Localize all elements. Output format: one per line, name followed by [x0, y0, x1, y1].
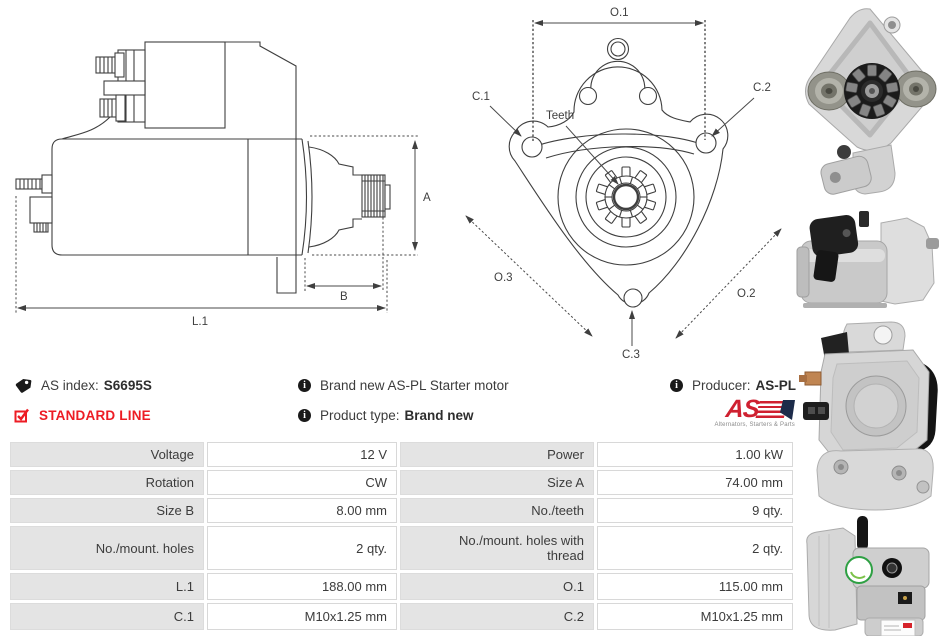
info-icon: i	[298, 409, 311, 422]
spec-label-l1: L.1	[10, 573, 204, 600]
product-type-value: Brand new	[404, 408, 474, 423]
product-photo-front[interactable]	[795, 3, 941, 201]
info-icon: i	[298, 379, 311, 392]
product-id-block: AS index: S6695S STANDARD LINE	[14, 377, 152, 437]
spec-value-o1: 115.00 mm	[597, 573, 793, 600]
standard-line-label: STANDARD LINE	[39, 408, 151, 423]
spec-label-size-a: Size A	[400, 470, 594, 495]
spec-value-voltage: 12 V	[207, 442, 397, 467]
spec-label-no-teeth: No./teeth	[400, 498, 594, 523]
info-icon: i	[670, 379, 683, 392]
as-pl-logo: AS Alternators, Starters & Parts	[700, 395, 795, 428]
spec-value-no-teeth: 9 qty.	[597, 498, 793, 523]
description-line: i Brand new AS-PL Starter motor	[298, 377, 509, 394]
spec-label-o1: O.1	[400, 573, 594, 600]
logo-stripes	[755, 401, 788, 420]
dim-label-o3: O.3	[494, 272, 513, 284]
producer-label: Producer:	[692, 378, 751, 393]
front-view-technical-drawing: O.1 C.1 C.2 Teeth O.3 O.2 C.3	[465, 7, 782, 361]
dim-label-c1: C.1	[472, 91, 490, 103]
dim-label-teeth: Teeth	[546, 110, 574, 122]
as-pl-logo-text: AS	[724, 395, 761, 423]
spec-label-voltage: Voltage	[10, 442, 204, 467]
spec-label-rotation: Rotation	[10, 470, 204, 495]
product-photo-angled[interactable]	[795, 514, 941, 636]
spec-label-power: Power	[400, 442, 594, 467]
spec-value-size-b: 8.00 mm	[207, 498, 397, 523]
product-type-label: Product type:	[320, 408, 400, 423]
dim-label-o2: O.2	[737, 288, 756, 300]
spec-label-c1: C.1	[10, 603, 204, 630]
spec-value-mount-holes-thread: 2 qty.	[597, 526, 793, 570]
dim-label-c2: C.2	[753, 82, 771, 94]
product-description: Brand new AS-PL Starter motor	[320, 378, 509, 393]
spec-table: Voltage 12 V Power 1.00 kW Rotation CW S…	[10, 442, 793, 630]
spec-value-c2: M10x1.25 mm	[597, 603, 793, 630]
product-type-line: i Product type: Brand new	[298, 407, 509, 424]
as-index-line: AS index: S6695S	[14, 377, 152, 394]
product-photo-side[interactable]	[795, 205, 941, 317]
product-photo-column	[795, 0, 941, 636]
checkbox-check-icon	[14, 408, 30, 423]
producer-line: i Producer: AS-PL	[670, 377, 796, 394]
spec-value-mount-holes: 2 qty.	[207, 526, 397, 570]
as-index-value: S6695S	[103, 378, 152, 393]
spec-value-c1: M10x1.25 mm	[207, 603, 397, 630]
spec-value-rotation: CW	[207, 470, 397, 495]
dim-label-a: A	[423, 192, 431, 204]
dim-label-o1: O.1	[610, 7, 629, 19]
standard-line-row: STANDARD LINE	[14, 407, 152, 424]
spec-value-l1: 188.00 mm	[207, 573, 397, 600]
dim-label-c3: C.3	[622, 349, 640, 361]
product-photo-rear-cover[interactable]	[795, 320, 941, 512]
dim-label-l1: L.1	[192, 316, 208, 328]
product-description-block: i Brand new AS-PL Starter motor i Produc…	[298, 377, 509, 437]
side-view-technical-drawing: A B L.1	[15, 41, 431, 328]
spec-label-c2: C.2	[400, 603, 594, 630]
producer-block: i Producer: AS-PL	[670, 377, 796, 407]
dim-label-b: B	[340, 291, 348, 303]
tag-icon	[14, 378, 32, 394]
spec-value-power: 1.00 kW	[597, 442, 793, 467]
spec-label-mount-holes-thread: No./mount. holes with thread	[400, 526, 594, 570]
spec-label-size-b: Size B	[10, 498, 204, 523]
pinion-gear-drawing	[595, 166, 657, 228]
producer-value: AS-PL	[755, 378, 797, 393]
logo-tagline: Alternators, Starters & Parts	[714, 422, 795, 428]
as-index-label: AS index:	[41, 378, 99, 393]
spec-label-mount-holes: No./mount. holes	[10, 526, 204, 570]
spec-value-size-a: 74.00 mm	[597, 470, 793, 495]
